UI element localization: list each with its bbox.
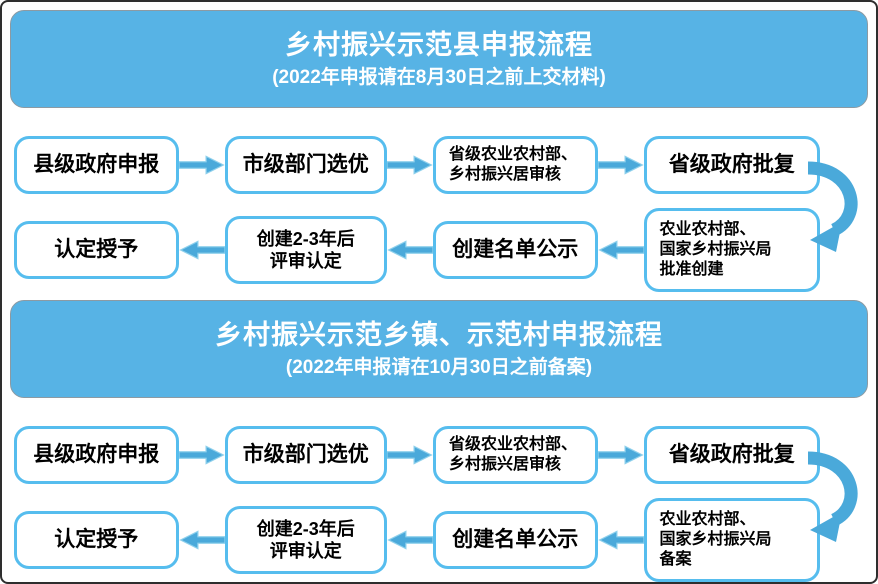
banner-title: 乡村振兴示范县申报流程 — [285, 29, 593, 60]
box-provincial-gov-approval: 省级政府批复 — [643, 426, 820, 484]
flow-top-row: 县级政府申报 市级部门选优 省级农业农村部、 乡村振兴居审核 — [14, 136, 820, 194]
box-label: 省级农业农村部、 乡村振兴居审核 — [449, 436, 578, 473]
section-township: 乡村振兴示范乡镇、示范村申报流程 (2022年申报请在10月30日之前备案) 县… — [8, 300, 870, 582]
flow-county: 县级政府申报 市级部门选优 省级农业农村部、 乡村振兴居审核 — [8, 136, 870, 292]
arrow-left-icon — [178, 237, 225, 263]
arrow-left-icon — [178, 527, 225, 553]
box-provincial-dept-review: 省级农业农村部、 乡村振兴居审核 — [433, 426, 598, 484]
curve-arrow-icon — [808, 161, 858, 252]
banner-township: 乡村振兴示范乡镇、示范村申报流程 (2022年申报请在10月30日之前备案) — [10, 300, 868, 398]
curve-arrow-icon — [808, 451, 858, 542]
box-label: 认定授予 — [54, 237, 139, 261]
flow-township: 县级政府申报 市级部门选优 省级农业农村部、 乡村振兴居审核 — [8, 426, 870, 582]
arrow-left-icon — [597, 527, 644, 553]
box-creation-list-publicity: 创建名单公示 — [433, 511, 598, 569]
box-national-approval: 农业农村部、 国家乡村振兴局 批准创建 — [643, 208, 821, 292]
box-label: 市级部门选优 — [242, 442, 369, 466]
box-certification-award: 认定授予 — [14, 511, 179, 569]
box-label: 县级政府申报 — [33, 442, 160, 466]
arrow-left-icon — [597, 237, 644, 263]
box-provincial-gov-approval: 省级政府批复 — [643, 136, 820, 194]
flow-top-row: 县级政府申报 市级部门选优 省级农业农村部、 乡村振兴居审核 — [14, 426, 820, 484]
banner-subtitle: (2022年申报请在10月30日之前备案) — [285, 356, 593, 378]
box-review-after-2-3-years: 创建2-3年后 评审认定 — [224, 216, 388, 284]
arrow-right-icon — [387, 442, 433, 468]
box-review-after-2-3-years: 创建2-3年后 评审认定 — [224, 506, 388, 574]
arrow-right-icon — [178, 442, 225, 468]
banner-title: 乡村振兴示范乡镇、示范村申报流程 — [215, 319, 663, 350]
box-label: 省级政府批复 — [668, 152, 795, 176]
arrow-left-icon — [387, 237, 434, 263]
section-county: 乡村振兴示范县申报流程 (2022年申报请在8月30日之前上交材料) 县级政府申… — [8, 10, 870, 292]
box-label: 创建2-3年后 评审认定 — [256, 228, 355, 272]
banner-subtitle: (2022年申报请在8月30日之前上交材料) — [272, 66, 606, 88]
box-city-dept-select: 市级部门选优 — [224, 136, 388, 194]
box-provincial-dept-review: 省级农业农村部、 乡村振兴居审核 — [433, 136, 598, 194]
arrow-right-icon — [597, 442, 644, 468]
box-label: 省级政府批复 — [668, 442, 795, 466]
box-county-gov-apply: 县级政府申报 — [14, 426, 179, 484]
arrow-right-icon — [178, 152, 225, 178]
box-label: 创建名单公示 — [452, 237, 579, 261]
box-label: 农业农村部、 国家乡村振兴局 备案 — [659, 511, 772, 568]
arrow-left-icon — [387, 527, 434, 553]
box-national-filing: 农业农村部、 国家乡村振兴局 备案 — [643, 498, 821, 582]
flow-bottom-row: 认定授予 创建2-3年后 评审认定 创建名单公示 农业农村 — [14, 498, 821, 582]
box-certification-award: 认定授予 — [14, 221, 179, 279]
arrow-right-icon — [597, 152, 644, 178]
box-label: 创建名单公示 — [452, 527, 579, 551]
banner-county: 乡村振兴示范县申报流程 (2022年申报请在8月30日之前上交材料) — [10, 10, 868, 108]
box-creation-list-publicity: 创建名单公示 — [433, 221, 598, 279]
box-label: 县级政府申报 — [33, 152, 160, 176]
box-label: 认定授予 — [54, 527, 139, 551]
box-label: 省级农业农村部、 乡村振兴居审核 — [449, 146, 578, 183]
box-county-gov-apply: 县级政府申报 — [14, 136, 179, 194]
arrow-right-icon — [387, 152, 433, 178]
flow-bottom-row: 认定授予 创建2-3年后 评审认定 创建名单公示 农业农村 — [14, 208, 821, 292]
box-label: 创建2-3年后 评审认定 — [256, 518, 355, 562]
box-label: 市级部门选优 — [242, 152, 369, 176]
box-city-dept-select: 市级部门选优 — [224, 426, 388, 484]
box-label: 农业农村部、 国家乡村振兴局 批准创建 — [659, 221, 772, 278]
